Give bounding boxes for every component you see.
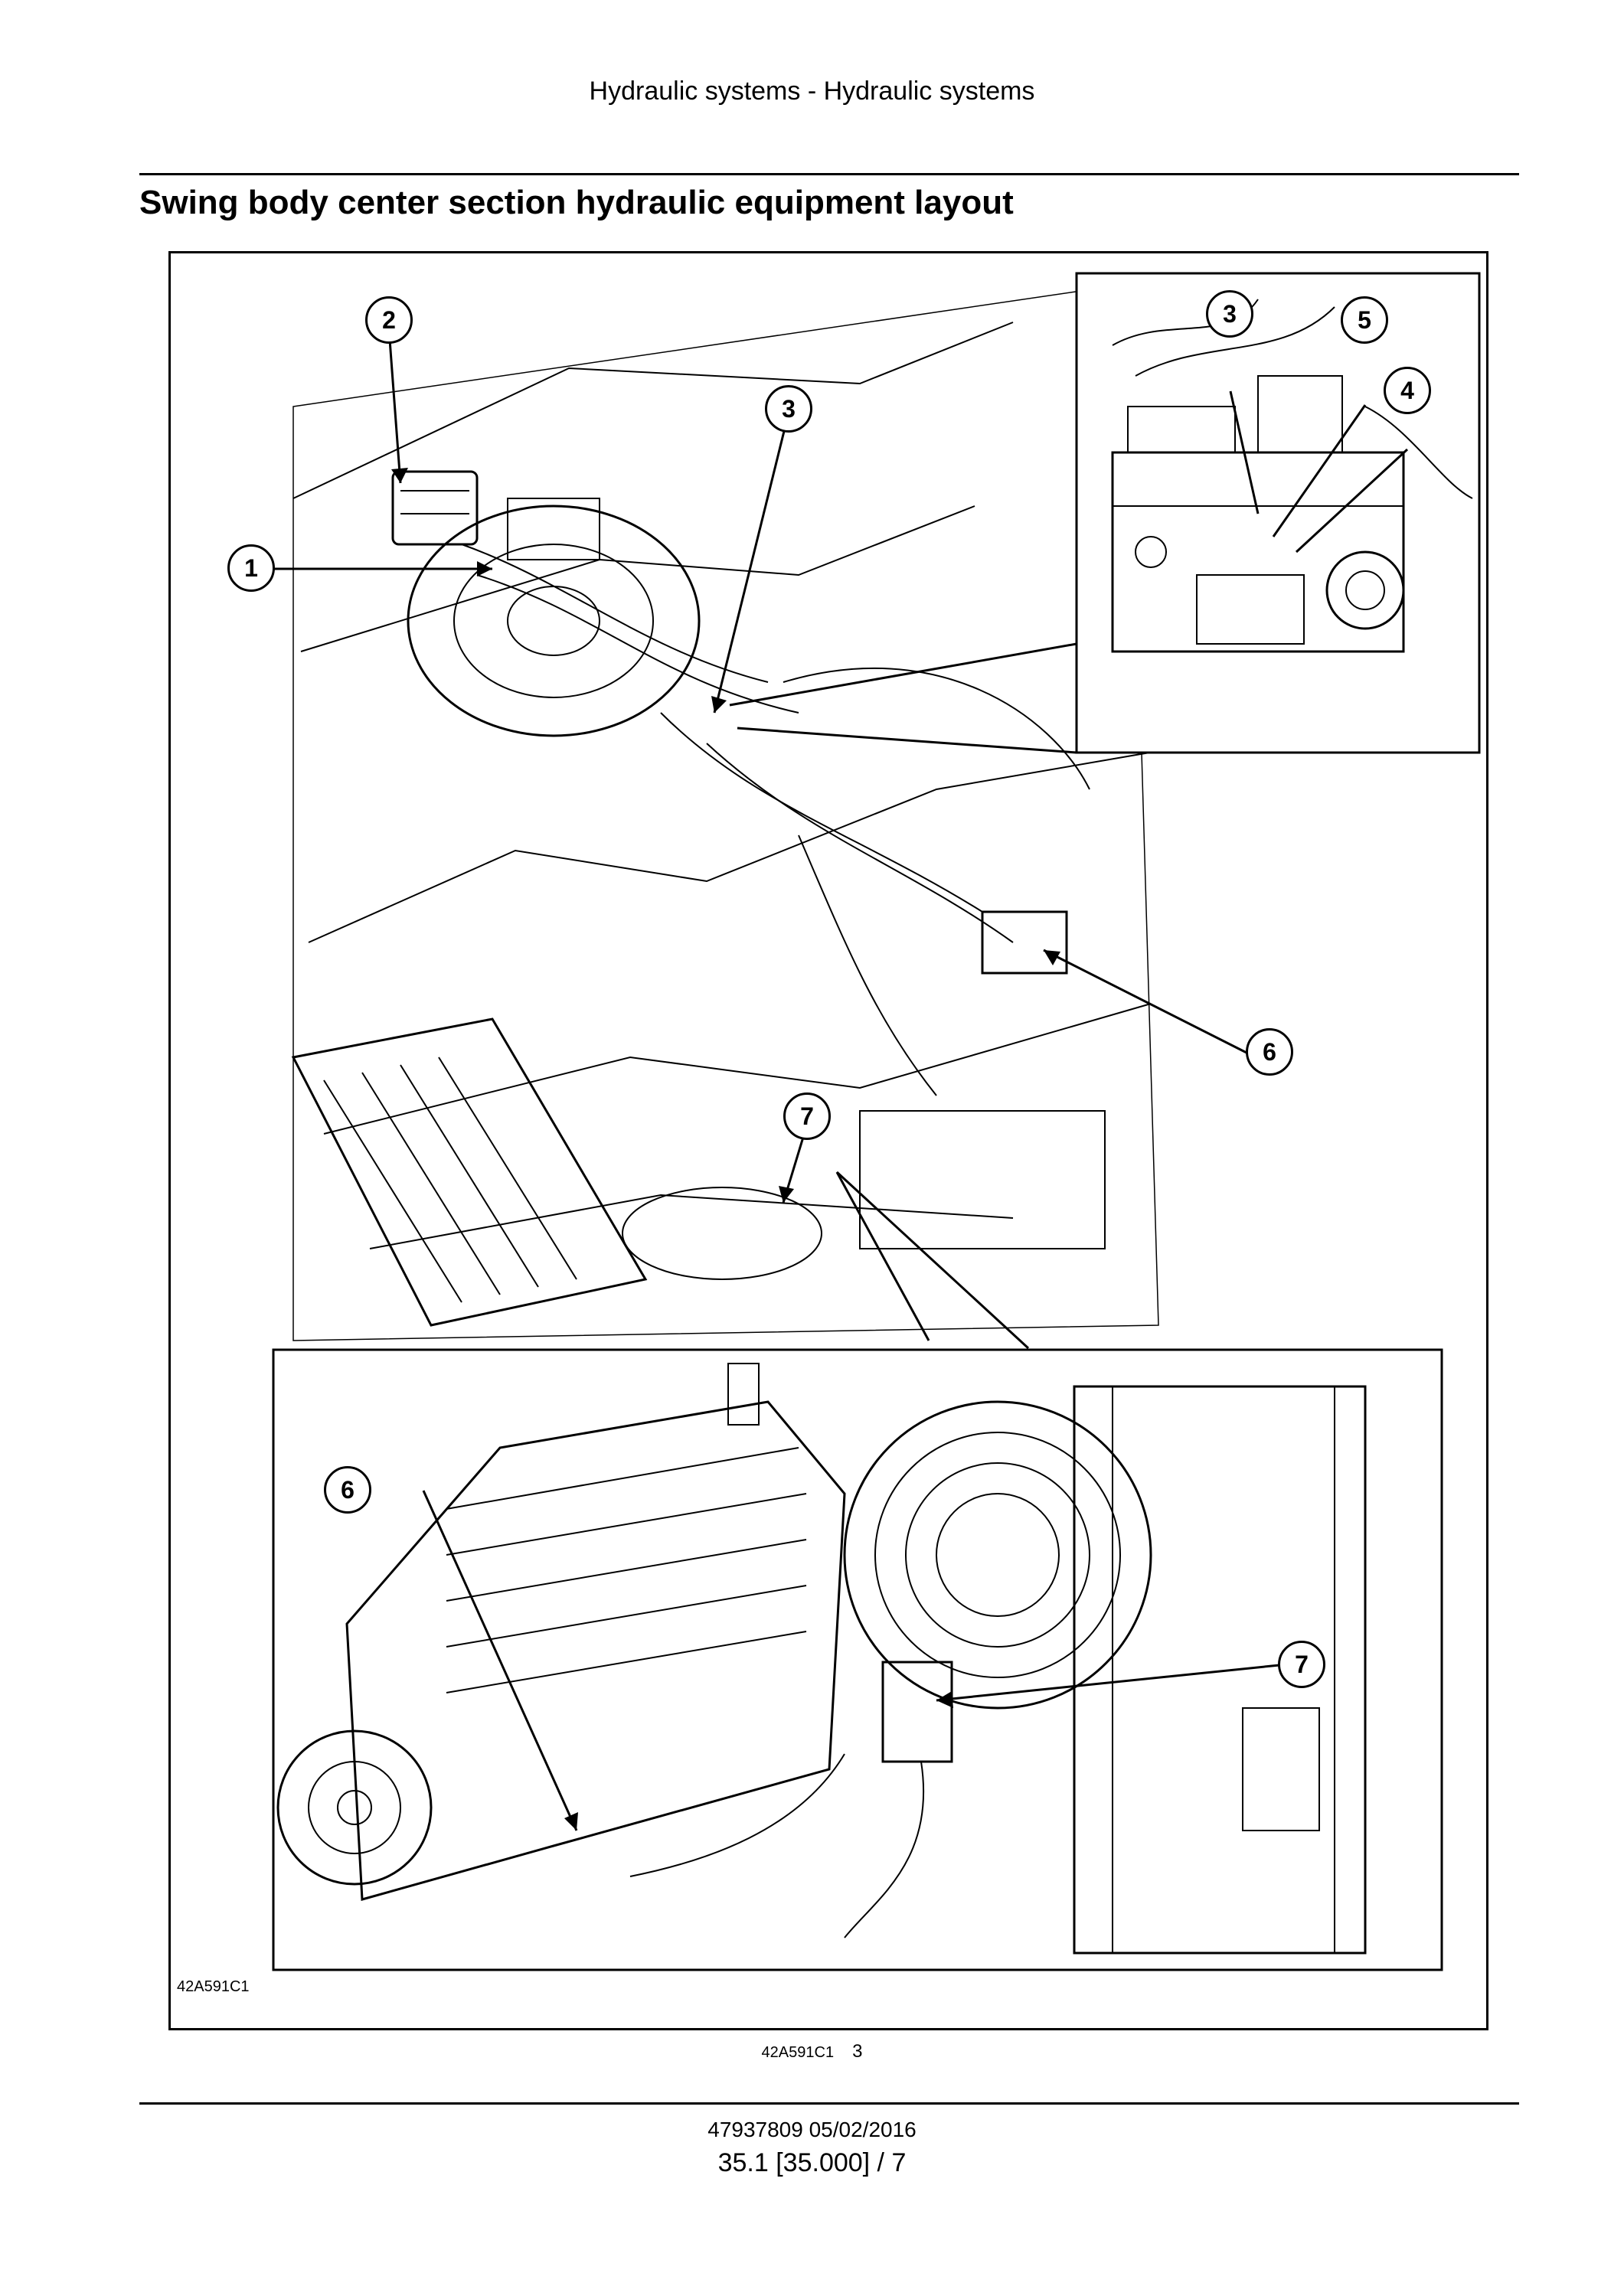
callout-6: 6	[1246, 1028, 1293, 1076]
callout-2: 2	[365, 296, 413, 344]
inset-callout-7: 7	[1278, 1641, 1325, 1688]
caption-ref: 42A591C1	[761, 2044, 835, 2061]
inset-callout-6: 6	[324, 1466, 371, 1514]
inset-callout-5: 5	[1341, 296, 1388, 344]
figure-image-ref: 42A591C1	[177, 1978, 250, 1995]
figure-caption: 42A591C1 3	[0, 2041, 1624, 2062]
callout-7: 7	[783, 1092, 831, 1140]
technical-illustration: 42A591C1	[177, 272, 1481, 1995]
figure-frame: 42A591C1 1 2 3 6 7 3 5 4 6 7	[168, 251, 1488, 2030]
footer-page: 35.1 [35.000] / 7	[717, 2148, 907, 2177]
footer-rule	[139, 2102, 1519, 2105]
running-header: Hydraulic systems - Hydraulic systems	[589, 77, 1035, 106]
inset-callout-3: 3	[1206, 290, 1253, 338]
section-title: Swing body center section hydraulic equi…	[139, 184, 1014, 221]
inset-callout-4: 4	[1384, 367, 1431, 414]
callout-1: 1	[227, 544, 275, 592]
header-rule	[139, 173, 1519, 175]
caption-number: 3	[852, 2041, 863, 2062]
footer-doc-date: 47937809 05/02/2016	[707, 2118, 917, 2141]
callout-3: 3	[765, 385, 812, 433]
